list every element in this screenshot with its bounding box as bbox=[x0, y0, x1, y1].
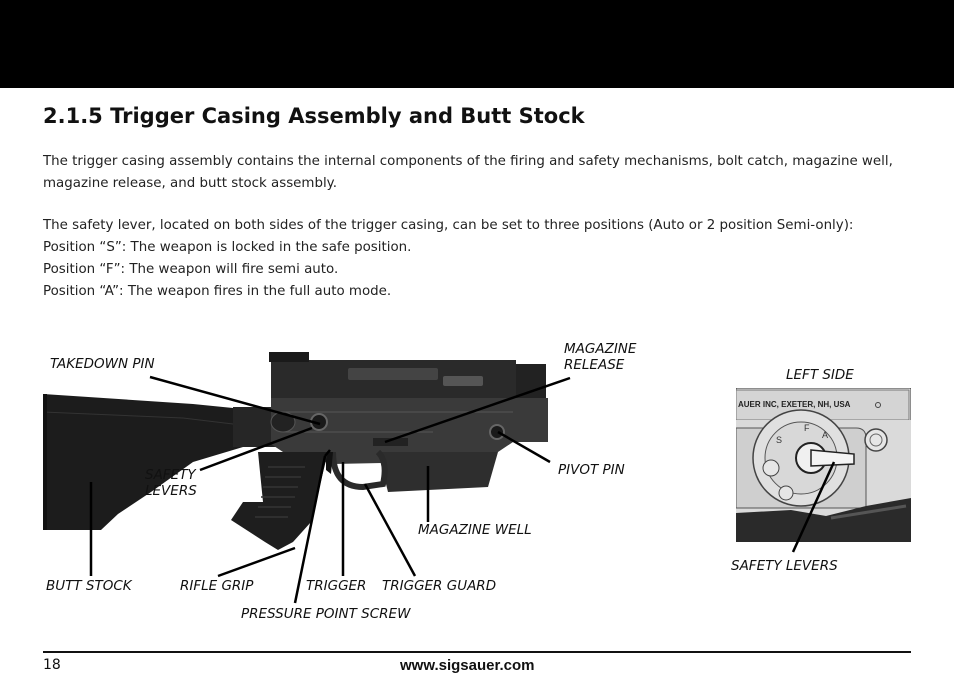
rifle-lower-receiver-illustration bbox=[43, 352, 548, 550]
safety-paragraph-line: The safety lever, located on both sides … bbox=[43, 218, 854, 233]
inset-safety-levers-label: SAFETY LEVERS bbox=[731, 558, 838, 574]
trigger-label: TRIGGER bbox=[306, 578, 367, 594]
footer-rule bbox=[43, 651, 911, 653]
pressure-point-screw-label: PRESSURE POINT SCREW bbox=[241, 606, 411, 622]
magazine-release-label-line2: RELEASE bbox=[564, 357, 625, 373]
inset-position-s: S bbox=[776, 435, 782, 445]
magazine-release-label: MAGAZINE RELEASE bbox=[564, 341, 636, 373]
magazine-release-label-line1: MAGAZINE bbox=[564, 341, 637, 357]
intro-paragraph: The trigger casing assembly contains the… bbox=[43, 154, 893, 191]
butt-stock-label: BUTT STOCK bbox=[46, 578, 132, 594]
safety-levers-label-line1: SAFETY bbox=[145, 467, 196, 483]
footer-url[interactable]: www.sigsauer.com bbox=[400, 657, 535, 674]
inset-position-f: F bbox=[804, 423, 810, 433]
position-f-line: Position “F”: The weapon will fire semi … bbox=[43, 262, 339, 277]
safety-levers-label: SAFETY LEVERS bbox=[145, 467, 197, 499]
header-bar bbox=[0, 0, 954, 88]
section-title: 2.1.5 Trigger Casing Assembly and Butt S… bbox=[43, 104, 585, 128]
safety-levers-label-line2: LEVERS bbox=[145, 483, 197, 499]
pivot-pin-label: PIVOT PIN bbox=[558, 462, 625, 478]
page-number: 18 bbox=[43, 657, 61, 673]
left-side-label: LEFT SIDE bbox=[786, 367, 854, 383]
takedown-pin-label: TAKEDOWN PIN bbox=[50, 356, 155, 372]
position-s-line: Position “S”: The weapon is locked in th… bbox=[43, 240, 412, 255]
inset-position-a: A bbox=[822, 430, 828, 440]
magazine-well-label: MAGAZINE WELL bbox=[418, 522, 532, 538]
position-a-line: Position “A”: The weapon fires in the fu… bbox=[43, 284, 392, 299]
trigger-guard-label: TRIGGER GUARD bbox=[382, 578, 497, 594]
rifle-grip-label: RIFLE GRIP bbox=[180, 578, 254, 594]
inset-engraving-text: AUER INC, EXETER, NH, USA bbox=[738, 400, 851, 409]
safety-paragraph: The safety lever, located on both sides … bbox=[43, 215, 923, 303]
left-side-inset-illustration: AUER INC, EXETER, NH, USA S F A bbox=[736, 388, 911, 542]
